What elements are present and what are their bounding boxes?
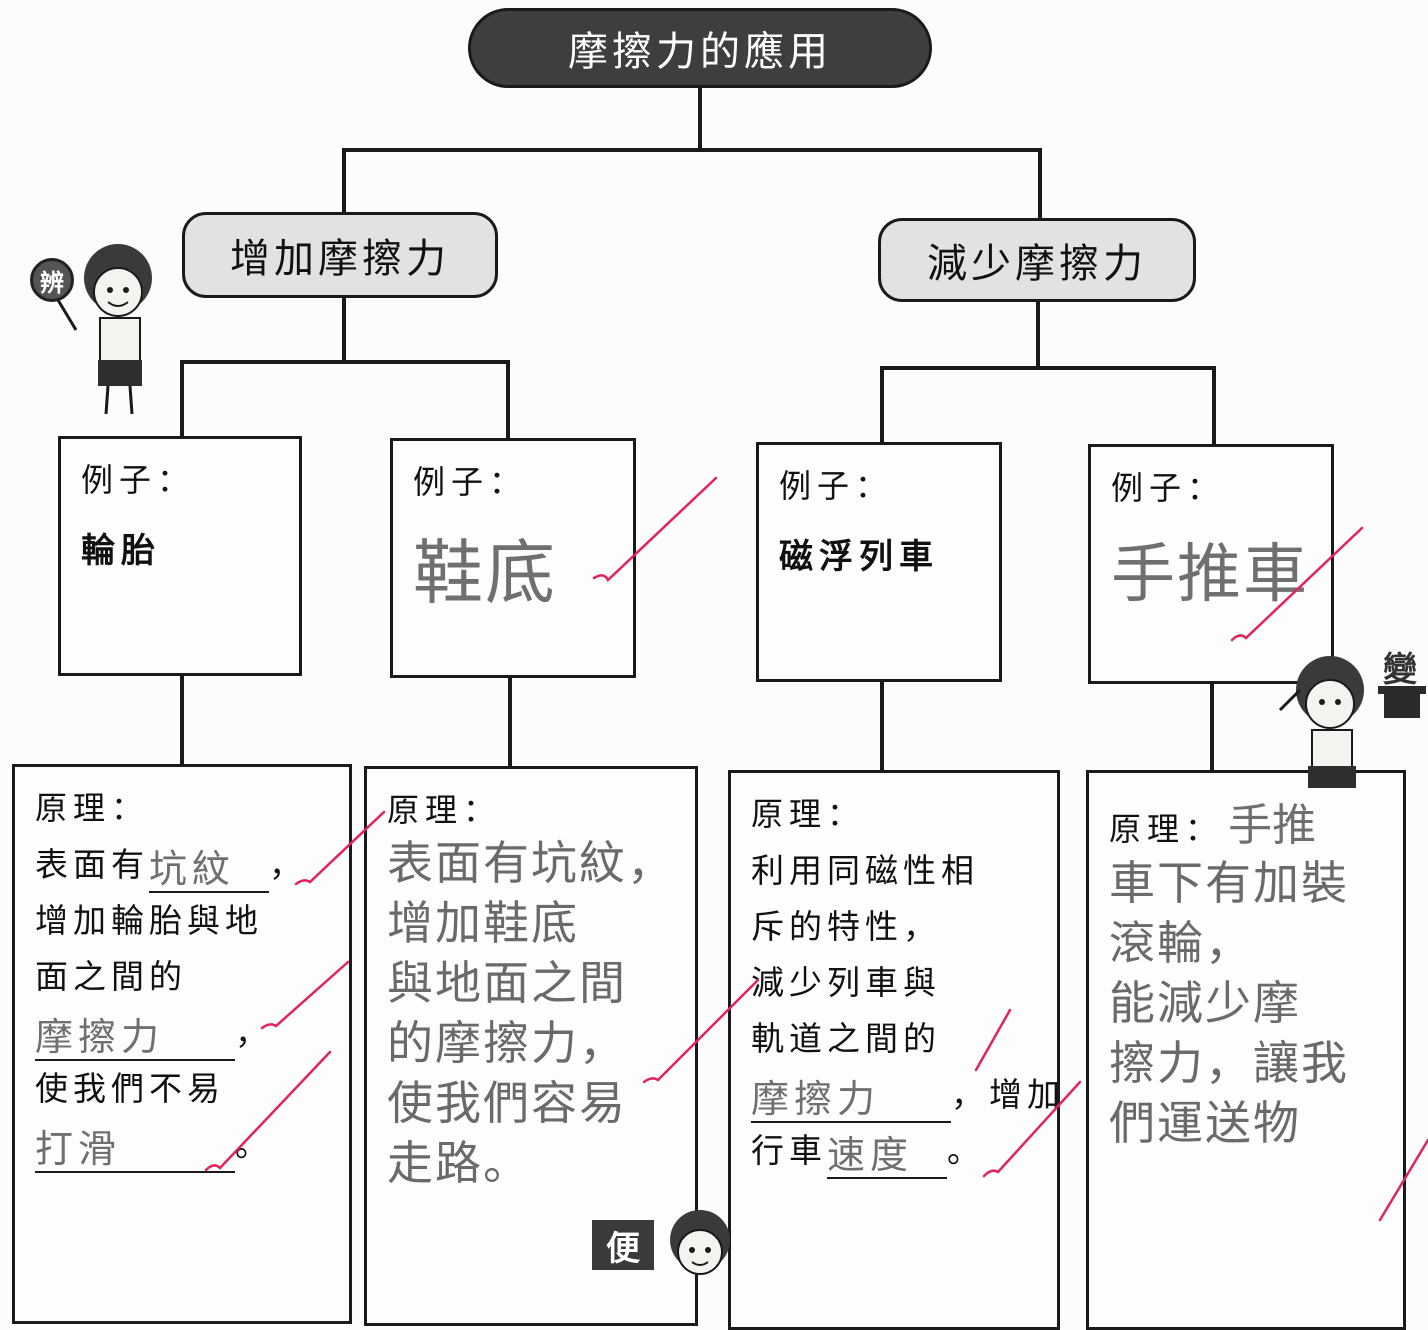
principle-printed-text: ，	[269, 845, 307, 884]
principle-line: 軌道之間的	[751, 1011, 1037, 1067]
principle-text: 表面有坑紋，增加輪胎與地面之間的摩擦力，使我們不易打滑。	[35, 837, 329, 1173]
handwritten-line: 走路。	[387, 1136, 531, 1190]
example-handwritten-answer: 手推車	[1111, 538, 1309, 612]
handwritten-line: 擦力，讓我	[1109, 1036, 1349, 1090]
fill-in-blank-answer: 坑紋	[149, 847, 269, 893]
principle-printed-text: ，增加	[951, 1075, 1060, 1114]
example-label: 例子：	[779, 467, 894, 505]
example-box-tire: 例子： 輪胎	[58, 436, 302, 676]
connector-line	[180, 360, 510, 364]
principle-line: 打滑。	[35, 1117, 329, 1173]
principle-handwritten-answer: 表面有坑紋， 增加鞋底與地面之間的摩擦力， 使我們容易走路。	[387, 833, 675, 1193]
example-label: 例子：	[413, 463, 528, 501]
principle-line: 面之間的	[35, 949, 329, 1005]
principle-box-maglev: 原理： 利用同磁性相斥的特性，減少列車與軌道之間的摩擦力，增加行車速度。	[728, 770, 1060, 1330]
principle-printed-text: 表面有	[35, 845, 149, 884]
connector-line	[698, 84, 702, 150]
principle-printed-text: 軌道之間的	[751, 1019, 941, 1058]
connector-line	[342, 296, 346, 362]
fill-in-blank-answer: 摩擦力	[751, 1077, 951, 1123]
badge-bian: 辨	[30, 258, 74, 302]
handwritten-line: 車下有加裝	[1109, 856, 1349, 910]
handwritten-line: 滾輪，	[1109, 916, 1253, 970]
example-box-maglev: 例子： 磁浮列車	[756, 442, 1002, 682]
example-text: 輪胎	[81, 531, 161, 571]
handwritten-line: 表面有坑紋，	[387, 836, 675, 890]
page-title: 摩擦力的應用	[468, 8, 932, 88]
handwritten-line: 的摩擦力，	[387, 1016, 627, 1070]
connector-line	[1212, 366, 1216, 444]
connector-line	[880, 680, 884, 772]
example-box-trolley: 例子： 手推車	[1088, 444, 1334, 684]
principle-line: 表面有坑紋，	[35, 837, 329, 893]
principle-line: 使我們不易	[35, 1061, 329, 1117]
handwritten-line: 與地面之間	[387, 956, 627, 1010]
principle-printed-text: 。	[947, 1131, 985, 1170]
connector-line	[180, 360, 184, 438]
principle-box-trolley: 原理： 手推 車下有加裝滾輪， 能減少摩擦力，讓我們運送物	[1086, 770, 1406, 1330]
heading-increase-friction: 增加摩擦力	[182, 212, 498, 298]
principle-line: 摩擦力，增加	[751, 1067, 1057, 1123]
principle-handwritten-first-line: 手推	[1228, 800, 1317, 851]
handwritten-line: 增加鞋底	[387, 896, 579, 950]
principle-line: 利用同磁性相	[751, 843, 1037, 899]
principle-box-shoe-sole: 原理： 表面有坑紋， 增加鞋底與地面之間的摩擦力， 使我們容易走路。	[364, 766, 698, 1326]
girl-left-illustration	[56, 244, 152, 415]
handwritten-line: 們運送物	[1109, 1096, 1301, 1150]
principle-printed-text: 行車	[751, 1131, 827, 1170]
example-label: 例子：	[81, 461, 196, 499]
principle-printed-text: 減少列車與	[751, 963, 941, 1002]
example-handwritten-answer: 鞋底	[413, 532, 557, 614]
handwritten-line: 使我們容易	[387, 1076, 627, 1130]
principle-printed-text: 。	[235, 1125, 273, 1164]
principle-label: 原理：	[1109, 810, 1224, 848]
principle-box-tire: 原理： 表面有坑紋，增加輪胎與地面之間的摩擦力，使我們不易打滑。	[12, 764, 352, 1324]
principle-line: 行車速度。	[751, 1123, 1037, 1179]
example-label: 例子：	[1111, 469, 1226, 507]
connector-line	[342, 148, 346, 214]
example-text: 磁浮列車	[779, 537, 939, 577]
principle-line: 減少列車與	[751, 955, 1037, 1011]
concept-map: 摩擦力的應用 增加摩擦力 減少摩擦力 例子： 輪胎 例子： 鞋底 例子： 磁浮列…	[12, 8, 1428, 1330]
handwritten-line: 能減少摩	[1109, 976, 1301, 1030]
connector-line	[1036, 300, 1040, 368]
connector-line	[1038, 148, 1042, 220]
connector-line	[508, 676, 512, 768]
principle-line: 斥的特性，	[751, 899, 1037, 955]
connector-line	[506, 360, 510, 440]
fill-in-blank-answer: 摩擦力	[35, 1015, 235, 1061]
principle-text: 利用同磁性相斥的特性，減少列車與軌道之間的摩擦力，增加行車速度。	[751, 843, 1057, 1179]
connector-line	[880, 366, 884, 444]
principle-label: 原理：	[387, 791, 502, 829]
connector-line	[880, 366, 1216, 370]
principle-line: 增加輪胎與地	[35, 893, 329, 949]
principle-printed-text: 斥的特性，	[751, 907, 941, 946]
connector-line	[1210, 682, 1214, 772]
example-box-shoe-sole: 例子： 鞋底	[390, 438, 636, 678]
principle-handwritten-answer: 車下有加裝滾輪， 能減少摩擦力，讓我們運送物	[1109, 853, 1383, 1153]
heading-decrease-friction: 減少摩擦力	[878, 218, 1196, 302]
badge-bian-convenient: 便	[592, 1220, 654, 1270]
principle-printed-text: ，	[235, 1013, 273, 1052]
principle-line: 摩擦力，	[35, 1005, 329, 1061]
principle-label: 原理：	[751, 795, 866, 833]
principle-printed-text: 使我們不易	[35, 1069, 225, 1108]
badge-bian-change: 變	[1383, 649, 1417, 690]
principle-printed-text: 面之間的	[35, 957, 187, 996]
connector-line	[180, 674, 184, 766]
fill-in-blank-answer: 打滑	[35, 1127, 235, 1173]
principle-label: 原理：	[35, 789, 150, 827]
principle-printed-text: 增加輪胎與地	[35, 901, 263, 940]
fill-in-blank-answer: 速度	[827, 1133, 947, 1179]
connector-line	[342, 148, 1042, 152]
principle-printed-text: 利用同磁性相	[751, 851, 979, 890]
